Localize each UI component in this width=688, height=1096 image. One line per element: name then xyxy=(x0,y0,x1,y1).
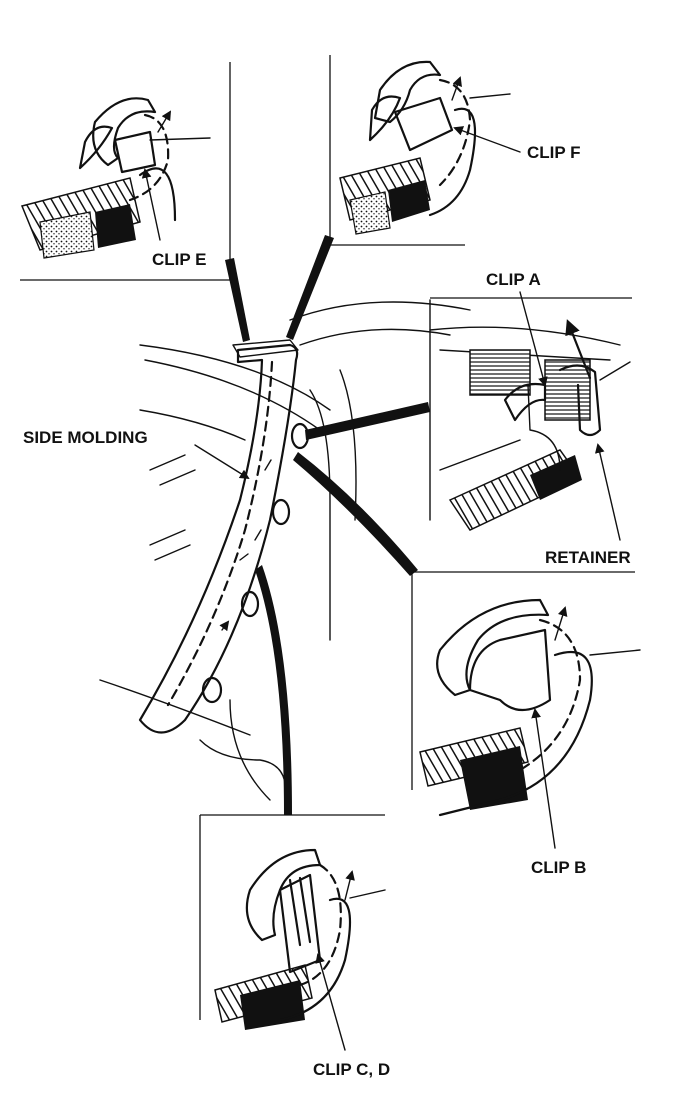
clip-f-detail: CLIP F xyxy=(329,55,581,246)
clip-cd-label: CLIP C, D xyxy=(313,1060,390,1079)
side-molding-pointer xyxy=(194,444,250,480)
clip-b-label: CLIP B xyxy=(531,858,586,877)
retainer-label: RETAINER xyxy=(545,548,631,567)
clip-e-detail: CLIP E xyxy=(20,62,231,281)
clip-b-detail: CLIP B xyxy=(411,571,641,877)
clip-a-label: CLIP A xyxy=(486,270,541,289)
clip-cd-detail: CLIP C, D xyxy=(199,814,390,1079)
clip-e-label: CLIP E xyxy=(152,250,206,269)
clip-f-label: CLIP F xyxy=(527,143,581,162)
side-molding-label: SIDE MOLDING xyxy=(23,428,148,447)
clip-a-detail: CLIP A RETAINER xyxy=(429,270,632,567)
callout-leaders xyxy=(225,235,430,815)
